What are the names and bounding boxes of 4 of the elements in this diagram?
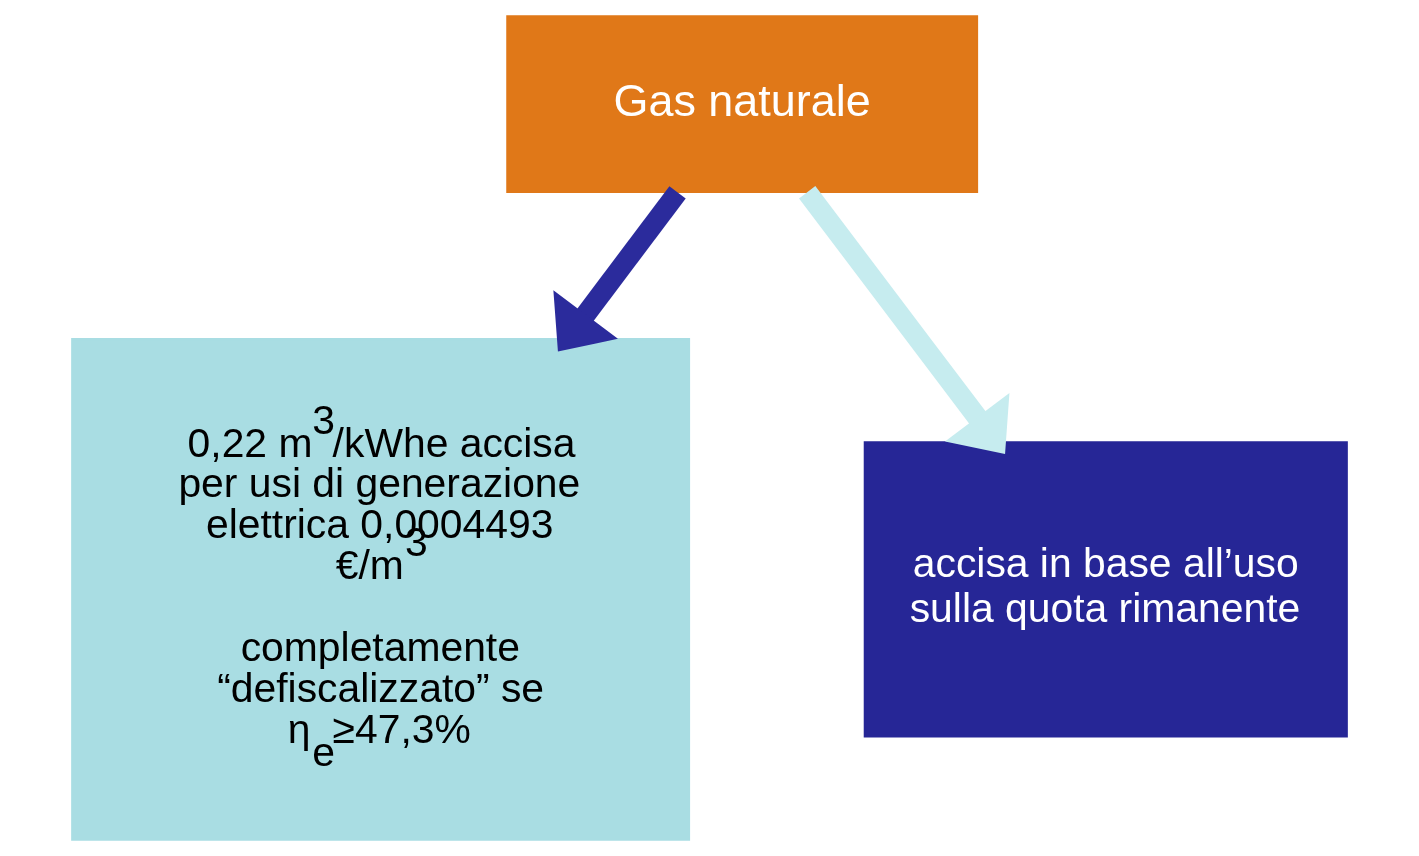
node-box: accisa in base all’uso sulla quota rimanente (863, 441, 1348, 738)
node-box: Gas naturale (506, 15, 979, 194)
arrow (799, 186, 1010, 455)
arrow (553, 186, 686, 352)
